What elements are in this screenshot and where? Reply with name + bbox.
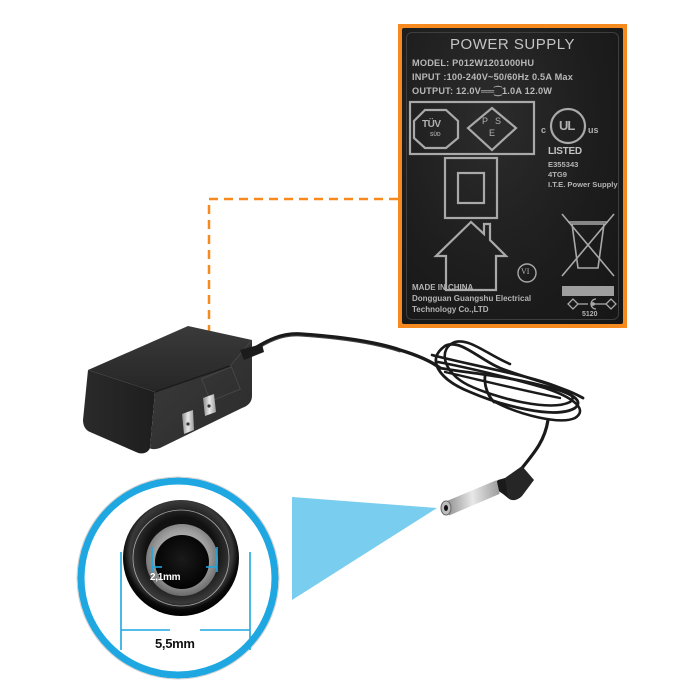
ite-text: I.T.E. Power Supply bbox=[548, 180, 618, 189]
label-title: POWER SUPPLY bbox=[450, 36, 575, 53]
ul-listed-text: LISTED bbox=[548, 146, 582, 157]
label-output: OUTPUT: 12.0V══⁐1.0A 12.0W bbox=[412, 86, 553, 96]
outer-diameter-marker bbox=[120, 552, 251, 650]
weee-bin-icon bbox=[561, 213, 615, 277]
label-origin: MADE IN CHINA bbox=[412, 283, 474, 292]
polarity-icon bbox=[567, 298, 617, 310]
label-input: INPUT :100-240V~50/60Hz 0.5A Max bbox=[412, 72, 574, 82]
ul-category: 4TG9 bbox=[548, 170, 567, 179]
efficiency-vi-icon bbox=[517, 263, 537, 283]
ac-adapter bbox=[83, 326, 264, 454]
label-model: MODEL: P012W1201000HU bbox=[412, 58, 535, 68]
connector-zoom-circle bbox=[76, 476, 280, 680]
indoor-use-icon bbox=[433, 220, 509, 292]
outer-diameter-label: 5,5mm bbox=[155, 636, 195, 651]
label-maker-line2: Technology Co.,LTD bbox=[412, 305, 489, 314]
tuv-sub-text: SÜD bbox=[430, 132, 441, 138]
inner-diameter-marker bbox=[151, 547, 218, 572]
efficiency-level: VI bbox=[521, 267, 530, 276]
tuv-mark-icon bbox=[412, 108, 460, 150]
dc-barrel-plug bbox=[440, 466, 534, 516]
ul-mark-icon bbox=[549, 107, 587, 145]
inner-diameter-label: 2,1mm bbox=[150, 572, 181, 583]
ul-file-number: E355343 bbox=[548, 160, 579, 169]
certification-marks bbox=[408, 100, 617, 310]
pse-mark-icon bbox=[466, 106, 518, 152]
tuv-text: TÜV bbox=[422, 119, 441, 130]
rating-label-plate: POWER SUPPLY MODEL: P012W1201000HU INPUT… bbox=[402, 28, 623, 324]
label-date-code: 5120 bbox=[582, 311, 598, 318]
class-ii-icon bbox=[443, 156, 499, 220]
power-cable bbox=[250, 332, 585, 470]
label-maker-line1: Dongguan Guangshu Electrical bbox=[412, 294, 532, 303]
zoom-beam bbox=[292, 497, 437, 600]
rating-label-panel: POWER SUPPLY MODEL: P012W1201000HU INPUT… bbox=[398, 24, 627, 328]
